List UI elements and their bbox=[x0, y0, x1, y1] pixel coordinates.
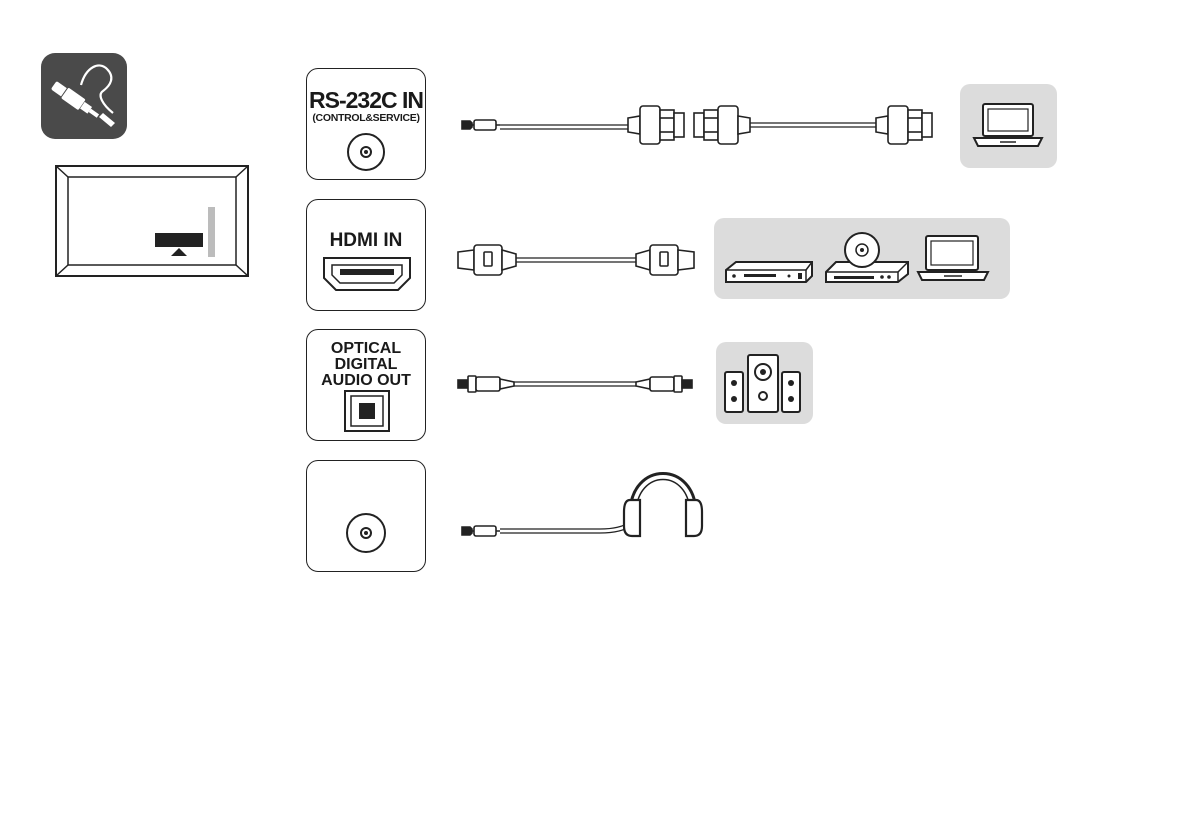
optical-cable bbox=[458, 376, 692, 392]
dvd-player-icon bbox=[726, 262, 812, 282]
rs232-laptop-device bbox=[960, 84, 1057, 168]
headphones-icon bbox=[624, 474, 702, 537]
hdmi-devices bbox=[714, 218, 1010, 299]
hdmi-cable bbox=[458, 245, 694, 275]
laptop-icon bbox=[918, 236, 988, 280]
rs232-cable bbox=[462, 106, 932, 144]
speaker-system-icon bbox=[716, 342, 813, 424]
headphone-cable bbox=[462, 522, 632, 536]
